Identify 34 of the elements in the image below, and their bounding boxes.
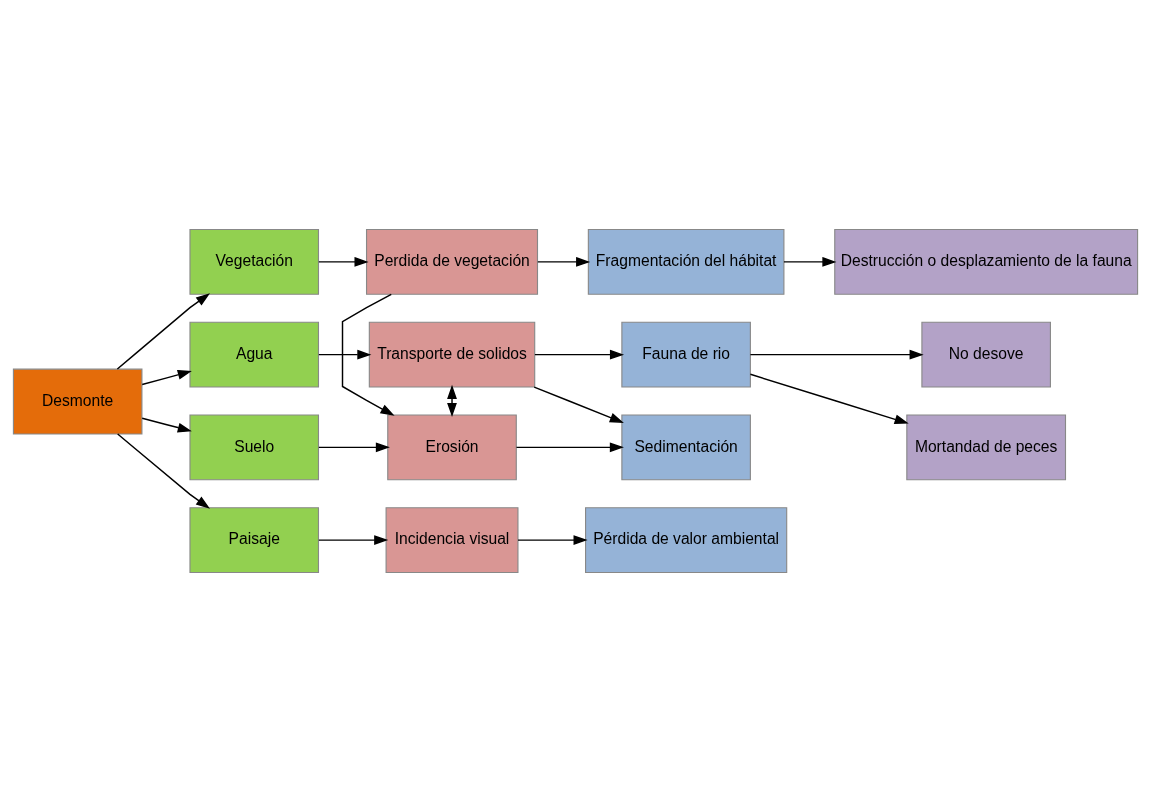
node-box: Desmonte	[12, 368, 143, 435]
arrow	[141, 417, 192, 432]
arrow	[534, 349, 625, 360]
node-box: Perdida de vegetación	[365, 228, 539, 295]
node-box: No desove	[921, 321, 1051, 388]
arrow	[116, 432, 210, 509]
arrow	[341, 293, 395, 416]
arrow	[447, 384, 457, 417]
arrow	[318, 534, 389, 545]
arrow	[537, 256, 591, 267]
node-box: Transporte de solidos	[368, 321, 536, 388]
arrow	[318, 256, 369, 267]
arrow	[749, 373, 909, 424]
arrow	[515, 441, 624, 452]
node-box: Sedimentación	[621, 413, 751, 480]
arrow	[533, 385, 624, 423]
arrow	[318, 441, 390, 452]
node-box: Incidencia visual	[385, 506, 519, 573]
node-box: Mortandad de peces	[906, 413, 1067, 480]
arrow	[783, 256, 837, 267]
node-box: Destrucción o desplazamiento de la fauna	[834, 228, 1139, 295]
node-box: Vegetación	[189, 228, 320, 295]
arrow	[318, 349, 372, 360]
node-box: Paisaje	[189, 506, 320, 573]
node-box: Fauna de rio	[621, 321, 751, 388]
arrow	[141, 369, 192, 385]
arrow	[749, 349, 924, 360]
node-box: Fragmentación del hábitat	[587, 228, 785, 295]
node-box: Erosión	[387, 413, 517, 480]
node-box: Suelo	[189, 413, 320, 480]
arrow	[517, 534, 588, 545]
node-box: Pérdida de valor ambiental	[585, 506, 788, 573]
arrow	[116, 292, 210, 370]
node-box: Agua	[189, 321, 320, 388]
